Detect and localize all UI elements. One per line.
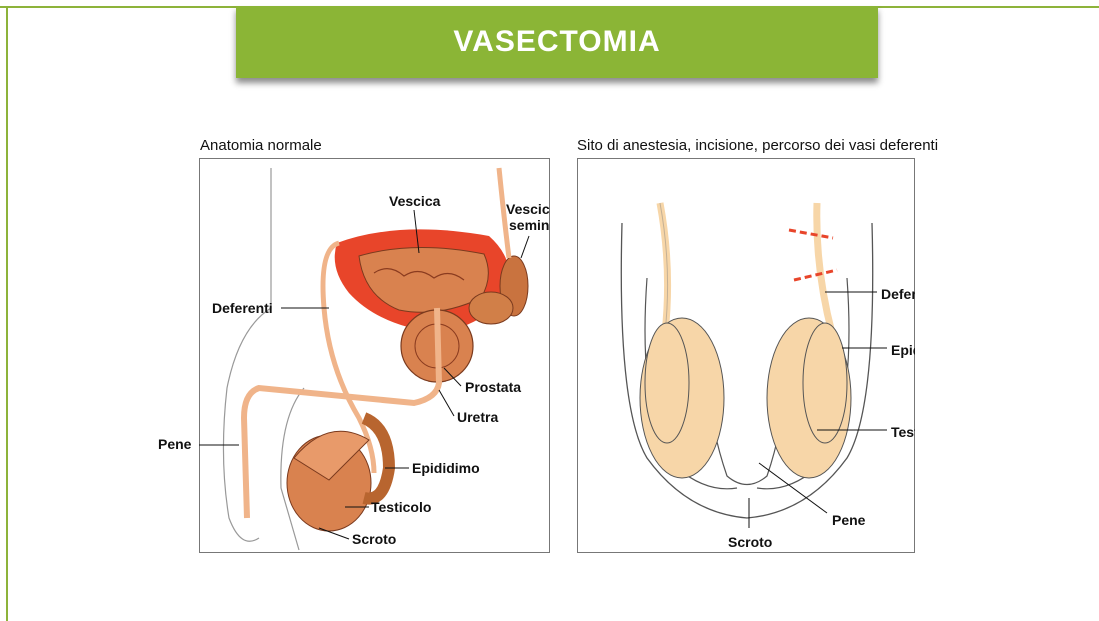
seminal-vesicle-lobe: [469, 292, 513, 324]
title-banner: VASECTOMIA: [236, 6, 878, 78]
label-uretra: Uretra: [457, 409, 498, 425]
label-pene-left: Pene: [158, 436, 191, 452]
label-epididimo-right: Epididimo: [891, 342, 915, 358]
label-scroto: Scroto: [352, 531, 396, 547]
label-deferenti: Deferenti: [212, 300, 273, 316]
right-panel: Deferente Epididimo Testicolo: [577, 158, 915, 553]
right-panel-border: [578, 159, 915, 553]
page-title: VASECTOMIA: [453, 25, 660, 59]
label-deferente: Deferente: [881, 286, 915, 302]
label-testicolo-right: Testicolo: [891, 424, 915, 440]
left-panel: Vescica Vescicola seminale Deferenti Pro…: [199, 158, 550, 553]
incision-mark-upper: [789, 230, 833, 238]
vas-deferens-right: [817, 203, 832, 333]
vasectomy-site-illustration: Deferente Epididimo Testicolo: [577, 158, 915, 553]
epididymis-right: [803, 323, 847, 443]
frame-left-border: [6, 6, 8, 621]
right-panel-caption: Sito di anestesia, incisione, percorso d…: [577, 137, 938, 154]
label-prostata: Prostata: [465, 379, 521, 395]
label-epididimo: Epididimo: [412, 460, 480, 476]
label-vescicola-line1: Vescicola: [506, 201, 550, 217]
label-vescica: Vescica: [389, 193, 441, 209]
label-pene-right: Pene: [832, 512, 865, 528]
epididymis-left: [645, 323, 689, 443]
normal-anatomy-illustration: Vescica Vescicola seminale Deferenti Pro…: [199, 158, 550, 553]
incision-mark-lower: [794, 270, 837, 280]
label-scroto-right: Scroto: [728, 534, 772, 550]
left-panel-caption: Anatomia normale: [200, 137, 322, 154]
label-vescicola-line2: seminale: [509, 217, 550, 233]
label-testicolo: Testicolo: [371, 499, 431, 515]
